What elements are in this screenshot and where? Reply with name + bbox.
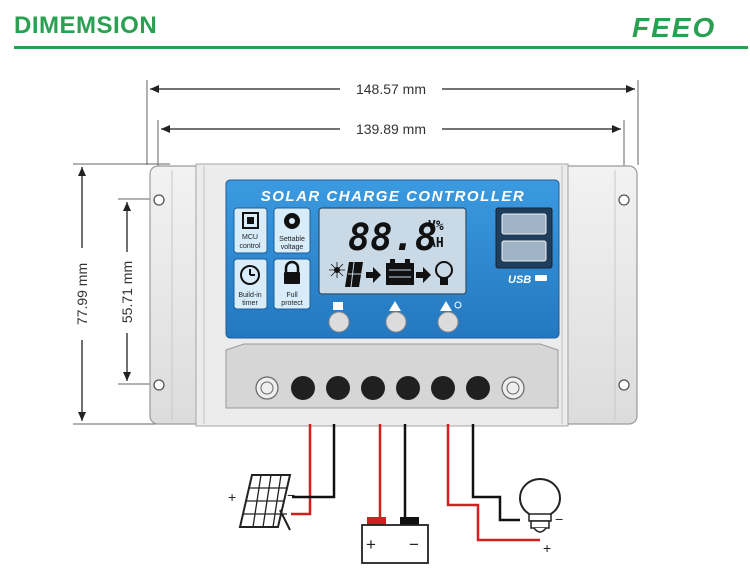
usb-label: USB [508,274,531,286]
lcd-reading: 88.8 [348,216,437,259]
gear-icon [284,213,300,229]
outer-height-label: 77.99 mm [74,263,90,325]
header: DIMEMSION [0,0,750,50]
lcd-solar-panel-icon [329,261,363,288]
dimension-outer-height: 77.99 mm [73,163,170,425]
lcd-battery-icon [386,259,414,285]
lcd-unit-bottom: AH [428,236,444,251]
light-bulb-icon: − + [519,478,563,556]
clock-icon [240,265,260,285]
feature-timer: Build-in timer [233,258,268,310]
battery-icon: + − [361,517,429,564]
load-button[interactable] [437,311,459,333]
svg-text:Settable: Settable [279,236,305,243]
svg-text:Build-in: Build-in [238,292,261,299]
menu-button[interactable] [328,311,350,333]
load-negative-wire [471,424,520,522]
chip-icon [242,212,259,229]
terminal-screw[interactable] [396,376,420,400]
battery-plus-label: + [366,535,376,554]
lcd-arrow-icon [366,267,381,283]
terminal-screw[interactable] [466,376,490,400]
terminal-screw[interactable] [326,376,350,400]
svg-text:Full: Full [286,292,298,299]
hole-width-label: 139.89 mm [356,121,426,137]
front-panel: SOLAR CHARGE CONTROLLER MCU control Sett… [225,179,560,339]
dimension-hole-width: 139.89 mm [157,120,625,190]
solar-negative-wire [292,424,336,499]
mounting-hole [618,194,630,206]
mounting-hole [153,194,165,206]
terminal-screw[interactable] [431,376,455,400]
solar-minus-label: − [287,487,295,503]
up-load-indicator-icon [440,301,452,311]
svg-text:voltage: voltage [281,244,304,251]
svg-text:timer: timer [242,300,258,307]
bulb-indicator-icon [454,301,462,309]
usb-symbol-icon [535,275,547,281]
lock-icon [284,260,300,284]
solar-plus-label: + [228,489,236,505]
lcd-arrow-icon [416,267,431,283]
terminal-block [225,343,559,409]
usb-port [501,240,547,262]
battery-minus-label: − [409,535,419,554]
mounting-hole [618,379,630,391]
svg-text:protect: protect [281,300,302,307]
menu-indicator-icon [333,302,343,310]
terminal-screw[interactable] [361,376,385,400]
lcd-display: 88.8 V% AH [318,207,467,295]
load-positive-wire [446,424,540,542]
mounting-hole [153,379,165,391]
bulb-plus-label: + [543,540,551,556]
usb-port [501,213,547,235]
wiring [291,424,540,542]
terminal-cap [501,376,525,400]
dimension-hole-height: 55.71 mm [118,198,158,385]
feature-full-protect: Full protect [273,258,311,310]
dimension-outer-width: 148.57 mm [146,80,639,165]
lcd-bulb-icon [435,261,453,285]
header-divider [14,46,748,49]
outer-width-label: 148.57 mm [356,81,426,97]
solar-positive-wire [291,424,312,516]
usb-ports: USB [495,207,553,286]
up-indicator-icon [389,301,401,311]
terminal-screw[interactable] [291,376,315,400]
page-title: DIMEMSION [14,12,158,39]
bulb-minus-label: − [555,511,563,527]
svg-text:control: control [239,243,260,250]
feature-mcu: MCU control [233,207,268,254]
lcd-unit-top: V% [428,219,444,234]
controller-title: SOLAR CHARGE CONTROLLER [261,188,526,205]
svg-text:MCU: MCU [242,234,258,241]
hole-height-label: 55.71 mm [119,261,135,323]
up-button[interactable] [385,311,407,333]
feeo-logo: FEEO [632,12,716,43]
terminal-cap [255,376,279,400]
solar-panel-icon: + − [228,474,295,531]
feature-settable-voltage: Settable voltage [273,207,311,254]
brand-logo-text: FEEO [632,12,716,43]
